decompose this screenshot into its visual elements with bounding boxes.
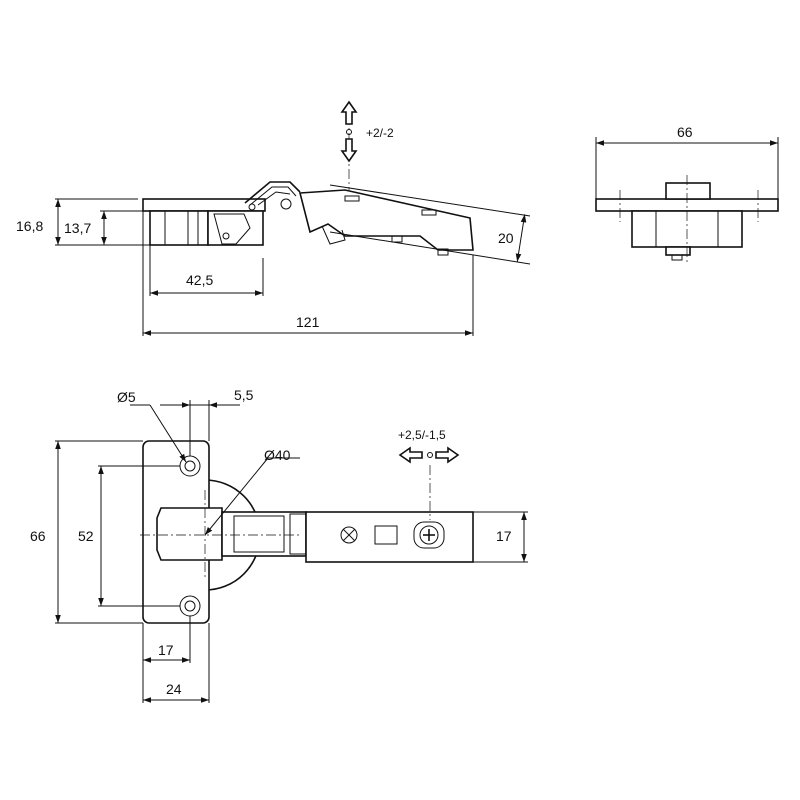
dim-cup-center-offset: 17 — [158, 642, 174, 658]
top-hinge-arm — [305, 511, 474, 563]
fixing-screw-icon — [413, 521, 445, 549]
end-view: 66 — [595, 124, 779, 265]
top-cup-body — [156, 507, 223, 561]
dim-arm-height: 20 — [498, 230, 514, 246]
height-adjust-arrows-icon — [340, 100, 358, 190]
dim-hole-edge-offset: 5,5 — [234, 387, 254, 403]
dim-cup-diameter: Ø40 — [264, 447, 291, 463]
side-hinge-mechanism — [207, 210, 264, 246]
dim-hole-spacing: 52 — [78, 528, 94, 544]
side-hinge-arm — [298, 189, 474, 251]
dim-cup-depth: 13,7 — [64, 220, 91, 236]
side-view: 16,8 13,7 42,5 121 20 +2/-2 — [16, 100, 531, 336]
dim-plate-height: 16,8 — [16, 218, 43, 234]
top-linkage — [221, 511, 307, 557]
adjustment-screw-icon — [340, 526, 358, 544]
dim-top-plate-width: 24 — [166, 681, 182, 697]
dim-cup-offset: 42,5 — [186, 272, 213, 288]
top-view: 66 52 17 24 17 5,5 Ø5 Ø40 +2,5/-1,5 — [30, 387, 528, 703]
depth-adjust-label: +2,5/-1,5 — [398, 428, 446, 442]
depth-adjust-arrows-icon — [398, 446, 460, 464]
end-hinge-arm — [665, 182, 711, 200]
dim-end-plate-width: 66 — [677, 124, 693, 140]
dim-arm-width: 17 — [496, 528, 512, 544]
dim-screw-hole-diameter: Ø5 — [117, 389, 136, 405]
height-adjust-label: +2/-2 — [366, 126, 394, 140]
dim-total-length: 121 — [296, 314, 320, 330]
side-hinge-cup — [149, 210, 209, 246]
dim-top-plate-height: 66 — [30, 528, 46, 544]
arm-slot — [374, 525, 398, 545]
